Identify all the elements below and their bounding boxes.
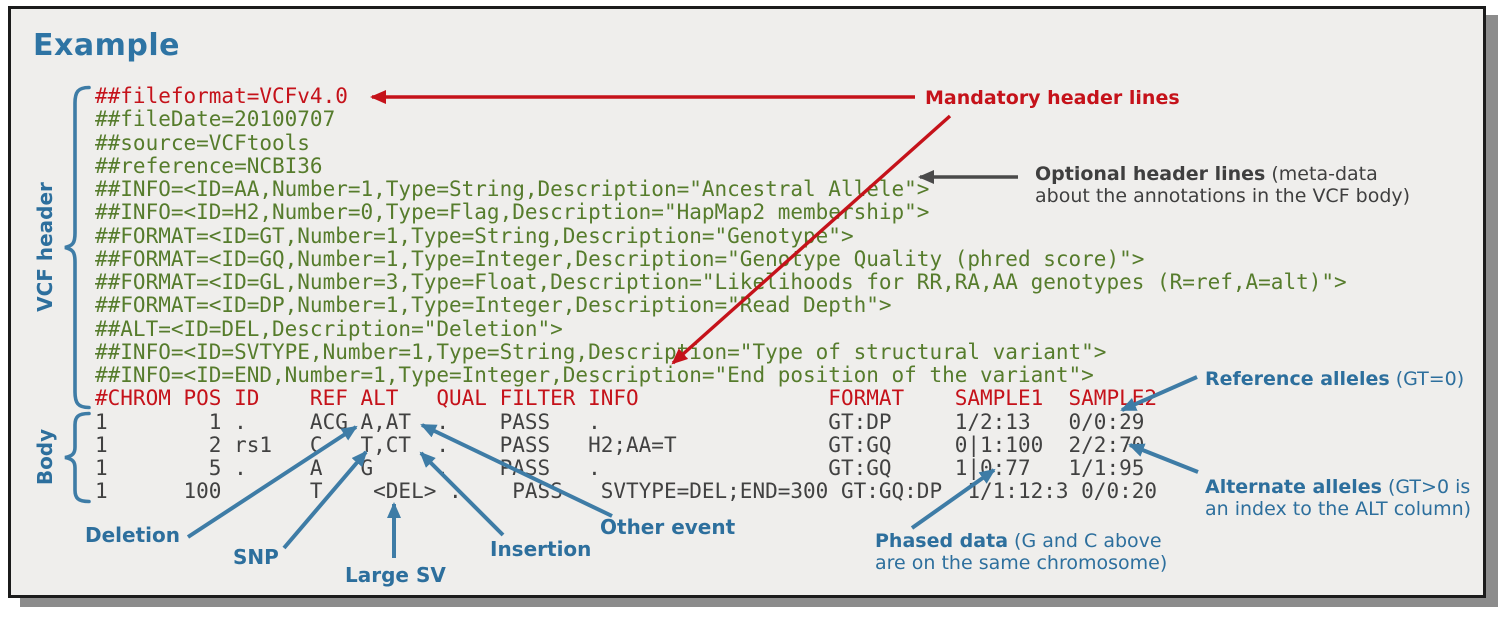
vcf-column-header-row: #CHROM POS ID REF ALT QUAL FILTER INFO F… xyxy=(95,386,1158,411)
mandatory-header-annotation: Mandatory header lines xyxy=(925,87,1180,109)
optional-header-note: (meta-data xyxy=(1265,163,1378,185)
snp-annotation: SNP xyxy=(233,545,279,569)
phased-data-note: (G and C above xyxy=(1008,530,1162,552)
vcf-body-row: 1 5 . A G . PASS . GT:GQ 1|0:77 1/1:95 xyxy=(95,456,1145,480)
reference-alleles-label: Reference alleles xyxy=(1205,368,1390,390)
alternate-alleles-annotation: Alternate alleles (GT>0 is an index to t… xyxy=(1205,476,1471,520)
body-side-label: Body xyxy=(33,428,57,486)
vcf-header-line: ##source=VCFtools xyxy=(95,130,310,155)
page-title: Example xyxy=(33,28,180,63)
deletion-annotation: Deletion xyxy=(85,523,180,547)
optional-header-annotation-line2: about the annotations in the VCF body) xyxy=(1035,185,1411,207)
phased-data-line1: Phased data (G and C above xyxy=(875,530,1167,552)
reference-alleles-annotation: Reference alleles (GT=0) xyxy=(1205,368,1464,390)
optional-header-annotation-line1: Optional header lines (meta-data xyxy=(1035,163,1410,185)
alternate-alleles-note: (GT>0 is xyxy=(1381,476,1471,498)
reference-alleles-note: (GT=0) xyxy=(1389,368,1465,390)
vcf-body-row: 1 2 rs1 C T,CT . PASS H2;AA=T GT:GQ 0|1:… xyxy=(95,432,1145,457)
vcf-header-line: ##fileformat=VCFv4.0 xyxy=(95,84,348,108)
vcf-header-line: ##INFO=<ID=END,Number=1,Type=Integer,Des… xyxy=(95,363,1094,387)
insertion-annotation: Insertion xyxy=(490,537,592,561)
vcf-body-row: 1 1 . ACG A,AT . PASS . GT:DP 1/2:13 0/0… xyxy=(95,409,1145,434)
alternate-alleles-line2: an index to the ALT column) xyxy=(1205,498,1472,520)
phased-data-label: Phased data xyxy=(875,530,1009,552)
phased-data-annotation: Phased data (G and C above are on the sa… xyxy=(875,530,1167,574)
vcf-header-line: ##reference=NCBI36 xyxy=(95,153,323,178)
vcf-header-line: ##FORMAT=<ID=GL,Number=3,Type=Float,Desc… xyxy=(95,270,1347,294)
vcf-header-side-label: VCF header xyxy=(33,182,57,312)
vcf-header-line: ##FORMAT=<ID=DP,Number=1,Type=Integer,De… xyxy=(95,293,892,318)
vcf-header-line: ##INFO=<ID=SVTYPE,Number=1,Type=String,D… xyxy=(95,339,1107,364)
other-event-annotation: Other event xyxy=(600,515,736,539)
large-sv-annotation: Large SV xyxy=(345,563,446,587)
vcf-header-line: ##fileDate=20100707 xyxy=(95,107,336,132)
optional-header-label: Optional header lines xyxy=(1035,163,1266,185)
vcf-header-line: ##FORMAT=<ID=GQ,Number=1,Type=Integer,De… xyxy=(95,246,1145,271)
vcf-body-row: 1 100 T <DEL> . PASS SVTYPE=DEL;END=300 … xyxy=(95,479,1158,504)
alternate-alleles-label: Alternate alleles xyxy=(1205,476,1382,498)
phased-data-line2: are on the same chromosome) xyxy=(875,552,1168,574)
vcf-header-line: ##ALT=<ID=DEL,Description="Deletion"> xyxy=(95,316,563,341)
optional-header-annotation: Optional header lines (meta-data about t… xyxy=(1035,163,1410,207)
alternate-alleles-line1: Alternate alleles (GT>0 is xyxy=(1205,476,1471,498)
vcf-header-line: ##FORMAT=<ID=GT,Number=1,Type=String,Des… xyxy=(95,223,854,248)
vcf-code-block: ##fileformat=VCFv4.0 ##fileDate=20100707… xyxy=(95,84,1347,504)
